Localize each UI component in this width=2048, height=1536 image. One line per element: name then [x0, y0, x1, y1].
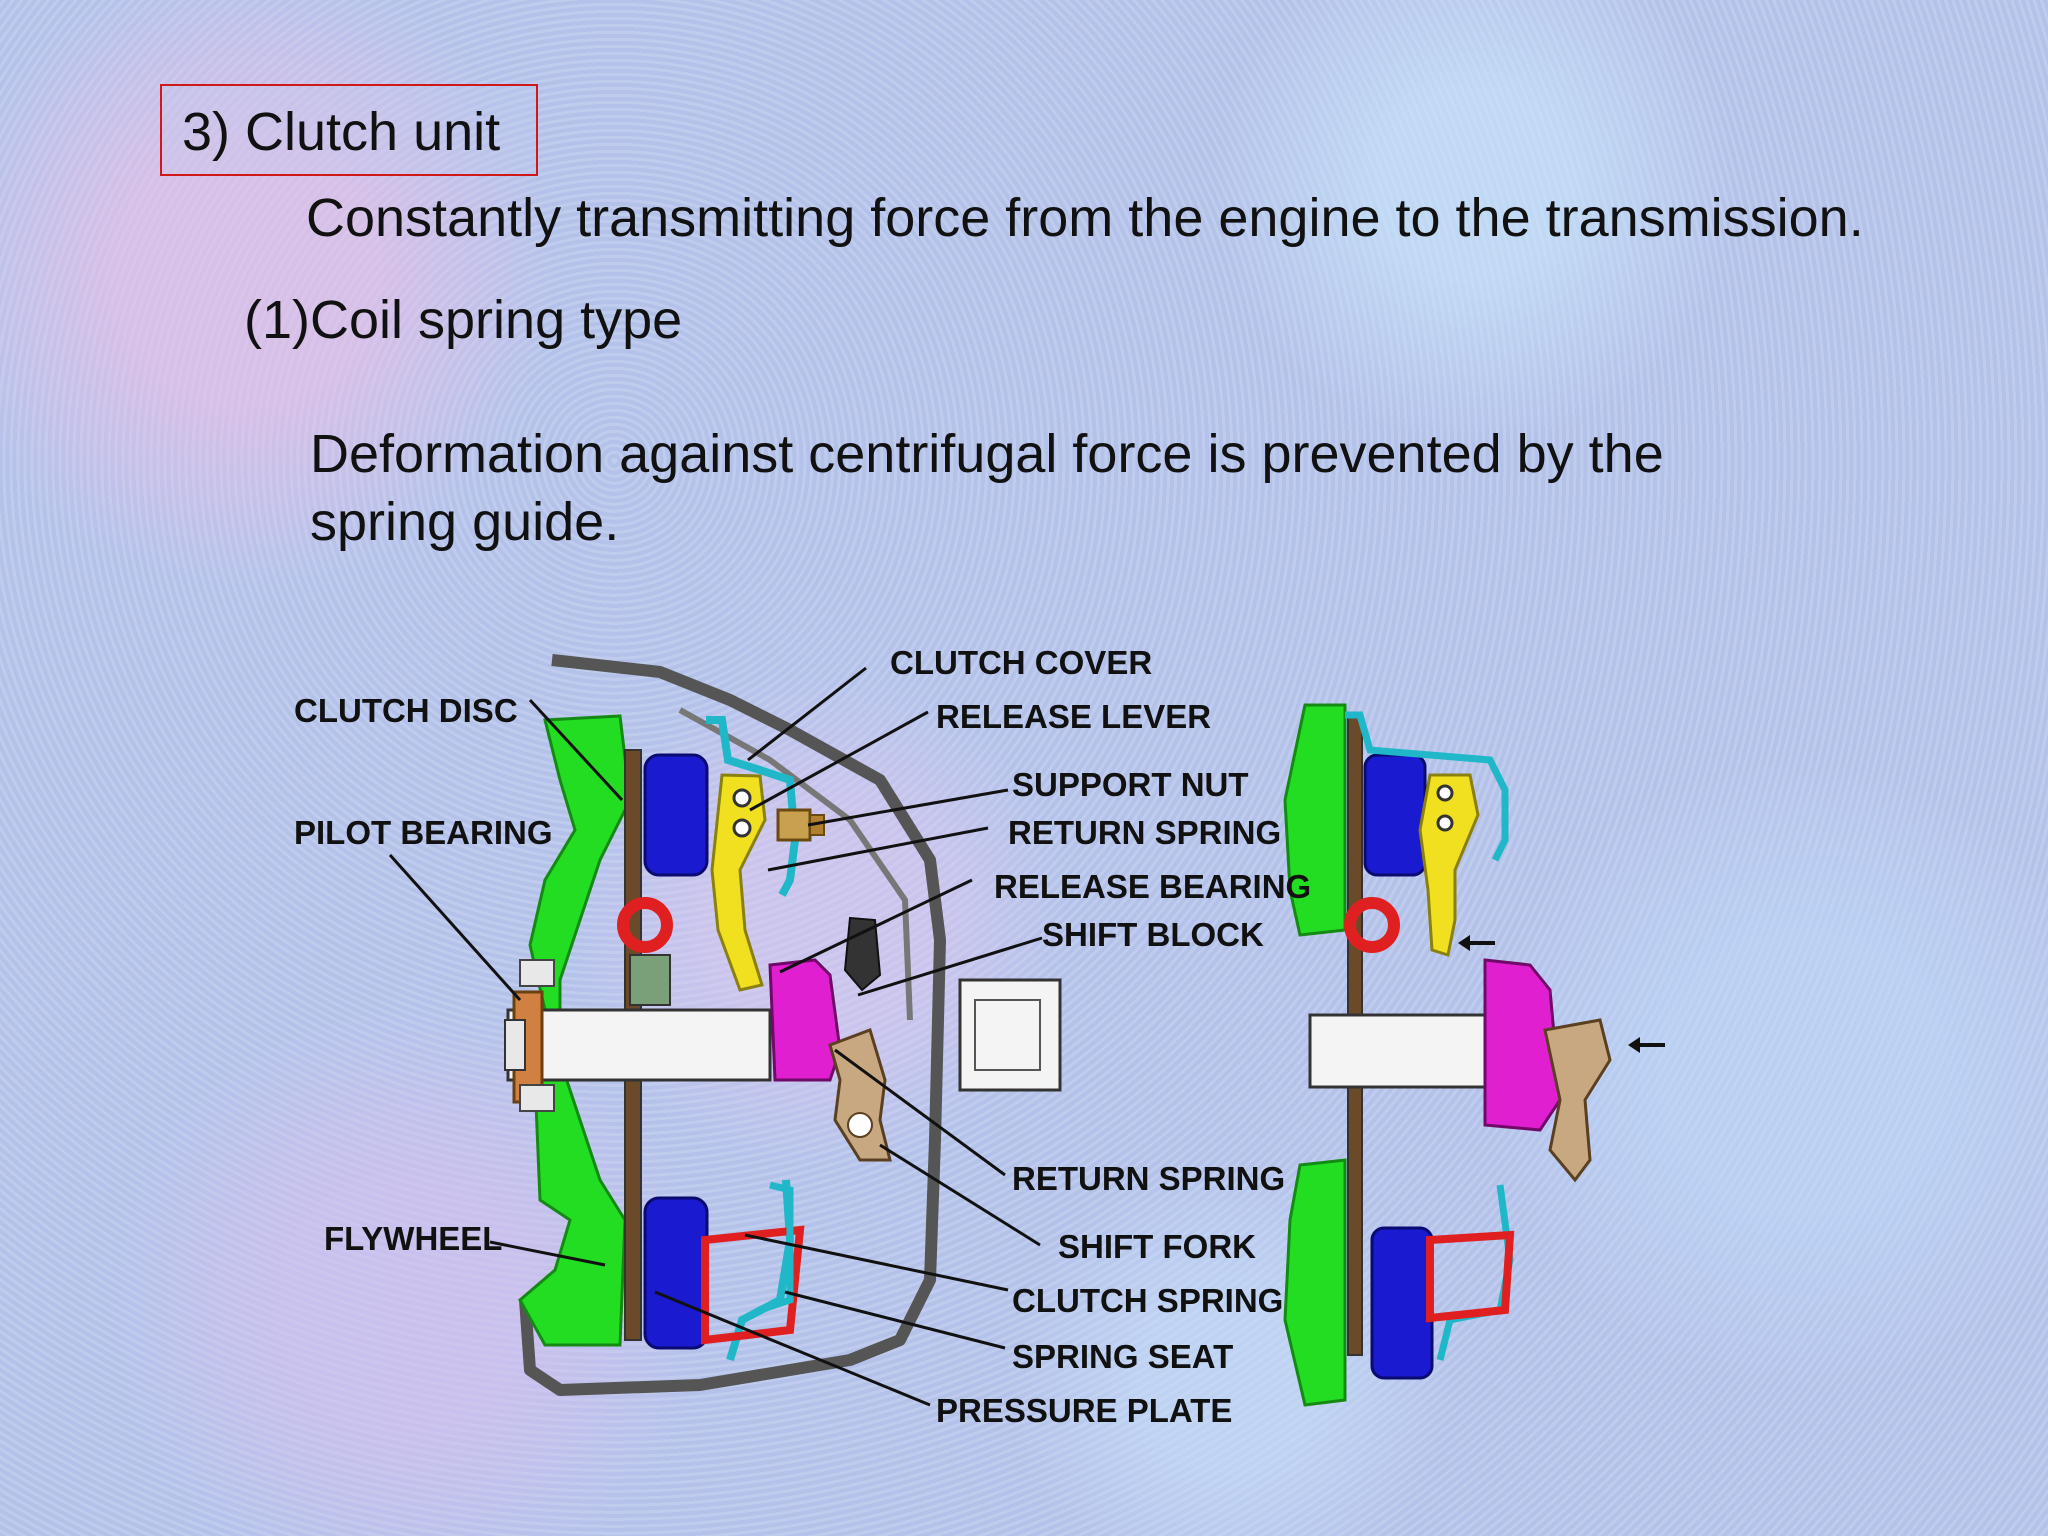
- body-line-4: spring guide.: [310, 492, 620, 552]
- pressure-plate-lower: [643, 1196, 709, 1350]
- shift-fork-hole: [847, 1112, 873, 1138]
- label-shift-block: SHIFT BLOCK: [1042, 916, 1264, 953]
- label-clutch-spring: CLUTCH SPRING: [1012, 1282, 1284, 1319]
- label-release-bearing: RELEASE BEARING: [994, 868, 1312, 905]
- right-release-lever-pin: [1436, 814, 1454, 832]
- label-support-nut: SUPPORT NUT: [1012, 766, 1249, 803]
- label-clutch-cover: CLUTCH COVER: [890, 644, 1153, 681]
- leader-shift-fork: [879, 1143, 1041, 1247]
- flywheel-bolt-lower: [519, 1084, 555, 1112]
- slide-heading: 3) Clutch unit: [182, 102, 501, 162]
- right-flywheel-upper: [1283, 703, 1347, 937]
- input-shaft: [506, 1008, 772, 1082]
- disc-hub: [629, 954, 671, 1006]
- clutch-cover: [706, 716, 800, 897]
- label-release-lever: RELEASE LEVER: [936, 698, 1212, 735]
- label-spring-seat: SPRING SEAT: [1012, 1338, 1234, 1375]
- leader-clutch-disc: [528, 698, 624, 802]
- body-line-3: Deformation against centrifugal force is…: [310, 424, 1664, 484]
- label-pilot-bearing: PILOT BEARING: [294, 814, 553, 851]
- leader-lines: [388, 666, 1043, 1407]
- leader-return-spring-lower: [834, 1048, 1006, 1177]
- leader-spring-seat: [784, 1290, 1006, 1350]
- body-line-1: Constantly transmitting force from the e…: [306, 188, 1864, 248]
- right-release-lever-pivot: [1436, 784, 1454, 802]
- right-clutch-cover: [1345, 711, 1509, 862]
- right-shift-fork: [1543, 1018, 1612, 1183]
- right-pressure-plate-lower: [1370, 1226, 1434, 1380]
- clutch-spring: [701, 1225, 805, 1345]
- clutch-housing-inner: [678, 707, 913, 1021]
- label-return-spring-lower: RETURN SPRING: [1012, 1160, 1286, 1197]
- right-release-lever: [1418, 773, 1480, 957]
- leader-clutch-cover: [747, 666, 867, 762]
- transmission-front: [958, 978, 1062, 1092]
- right-arrow-fork-head: [1628, 1037, 1640, 1053]
- clutch-housing: [519, 654, 946, 1396]
- shaft-stub: [504, 1019, 526, 1071]
- transmission-front-inner: [974, 999, 1041, 1071]
- label-shift-fork: SHIFT FORK: [1058, 1228, 1256, 1265]
- label-clutch-disc: CLUTCH DISC: [294, 692, 518, 729]
- pressure-plate-upper: [643, 753, 709, 877]
- right-clutch-assembly: [1283, 703, 1665, 1407]
- leader-pilot-bearing: [388, 853, 522, 1002]
- flywheel: [518, 714, 632, 1347]
- body-line-2: (1)Coil spring type: [244, 290, 683, 350]
- right-flywheel-lower: [1283, 1158, 1347, 1407]
- pilot-seal-ring: [617, 897, 673, 953]
- right-arrow-lever-head: [1458, 935, 1470, 951]
- release-lever-pin: [732, 818, 752, 838]
- leader-pressure-plate: [654, 1290, 931, 1407]
- heading-box: 3) Clutch unit: [160, 84, 538, 176]
- support-nut: [776, 808, 812, 842]
- left-clutch-assembly: [504, 654, 1062, 1396]
- label-return-spring-upper: RETURN SPRING: [1008, 814, 1282, 851]
- release-lever-pivot: [732, 788, 752, 808]
- release-lever: [710, 773, 767, 992]
- shift-fork: [828, 1028, 892, 1162]
- shift-block: [843, 916, 882, 992]
- leader-release-lever: [749, 710, 929, 812]
- label-flywheel: FLYWHEEL: [324, 1220, 503, 1257]
- release-bearing: [768, 958, 842, 1082]
- right-clutch-spring: [1426, 1230, 1515, 1323]
- label-pressure-plate: PRESSURE PLATE: [936, 1392, 1233, 1429]
- leader-return-spring-upper: [767, 826, 989, 872]
- leader-clutch-spring: [744, 1233, 1009, 1292]
- leader-release-bearing: [779, 878, 973, 974]
- flywheel-bolt-upper: [519, 959, 555, 987]
- right-clutch-cover-lower: [1436, 1184, 1514, 1361]
- leader-support-nut: [807, 788, 1009, 827]
- right-seal-ring: [1344, 897, 1400, 953]
- leader-shift-block: [857, 936, 1043, 997]
- leader-flywheel: [489, 1240, 606, 1267]
- right-pressure-plate-upper: [1363, 753, 1427, 877]
